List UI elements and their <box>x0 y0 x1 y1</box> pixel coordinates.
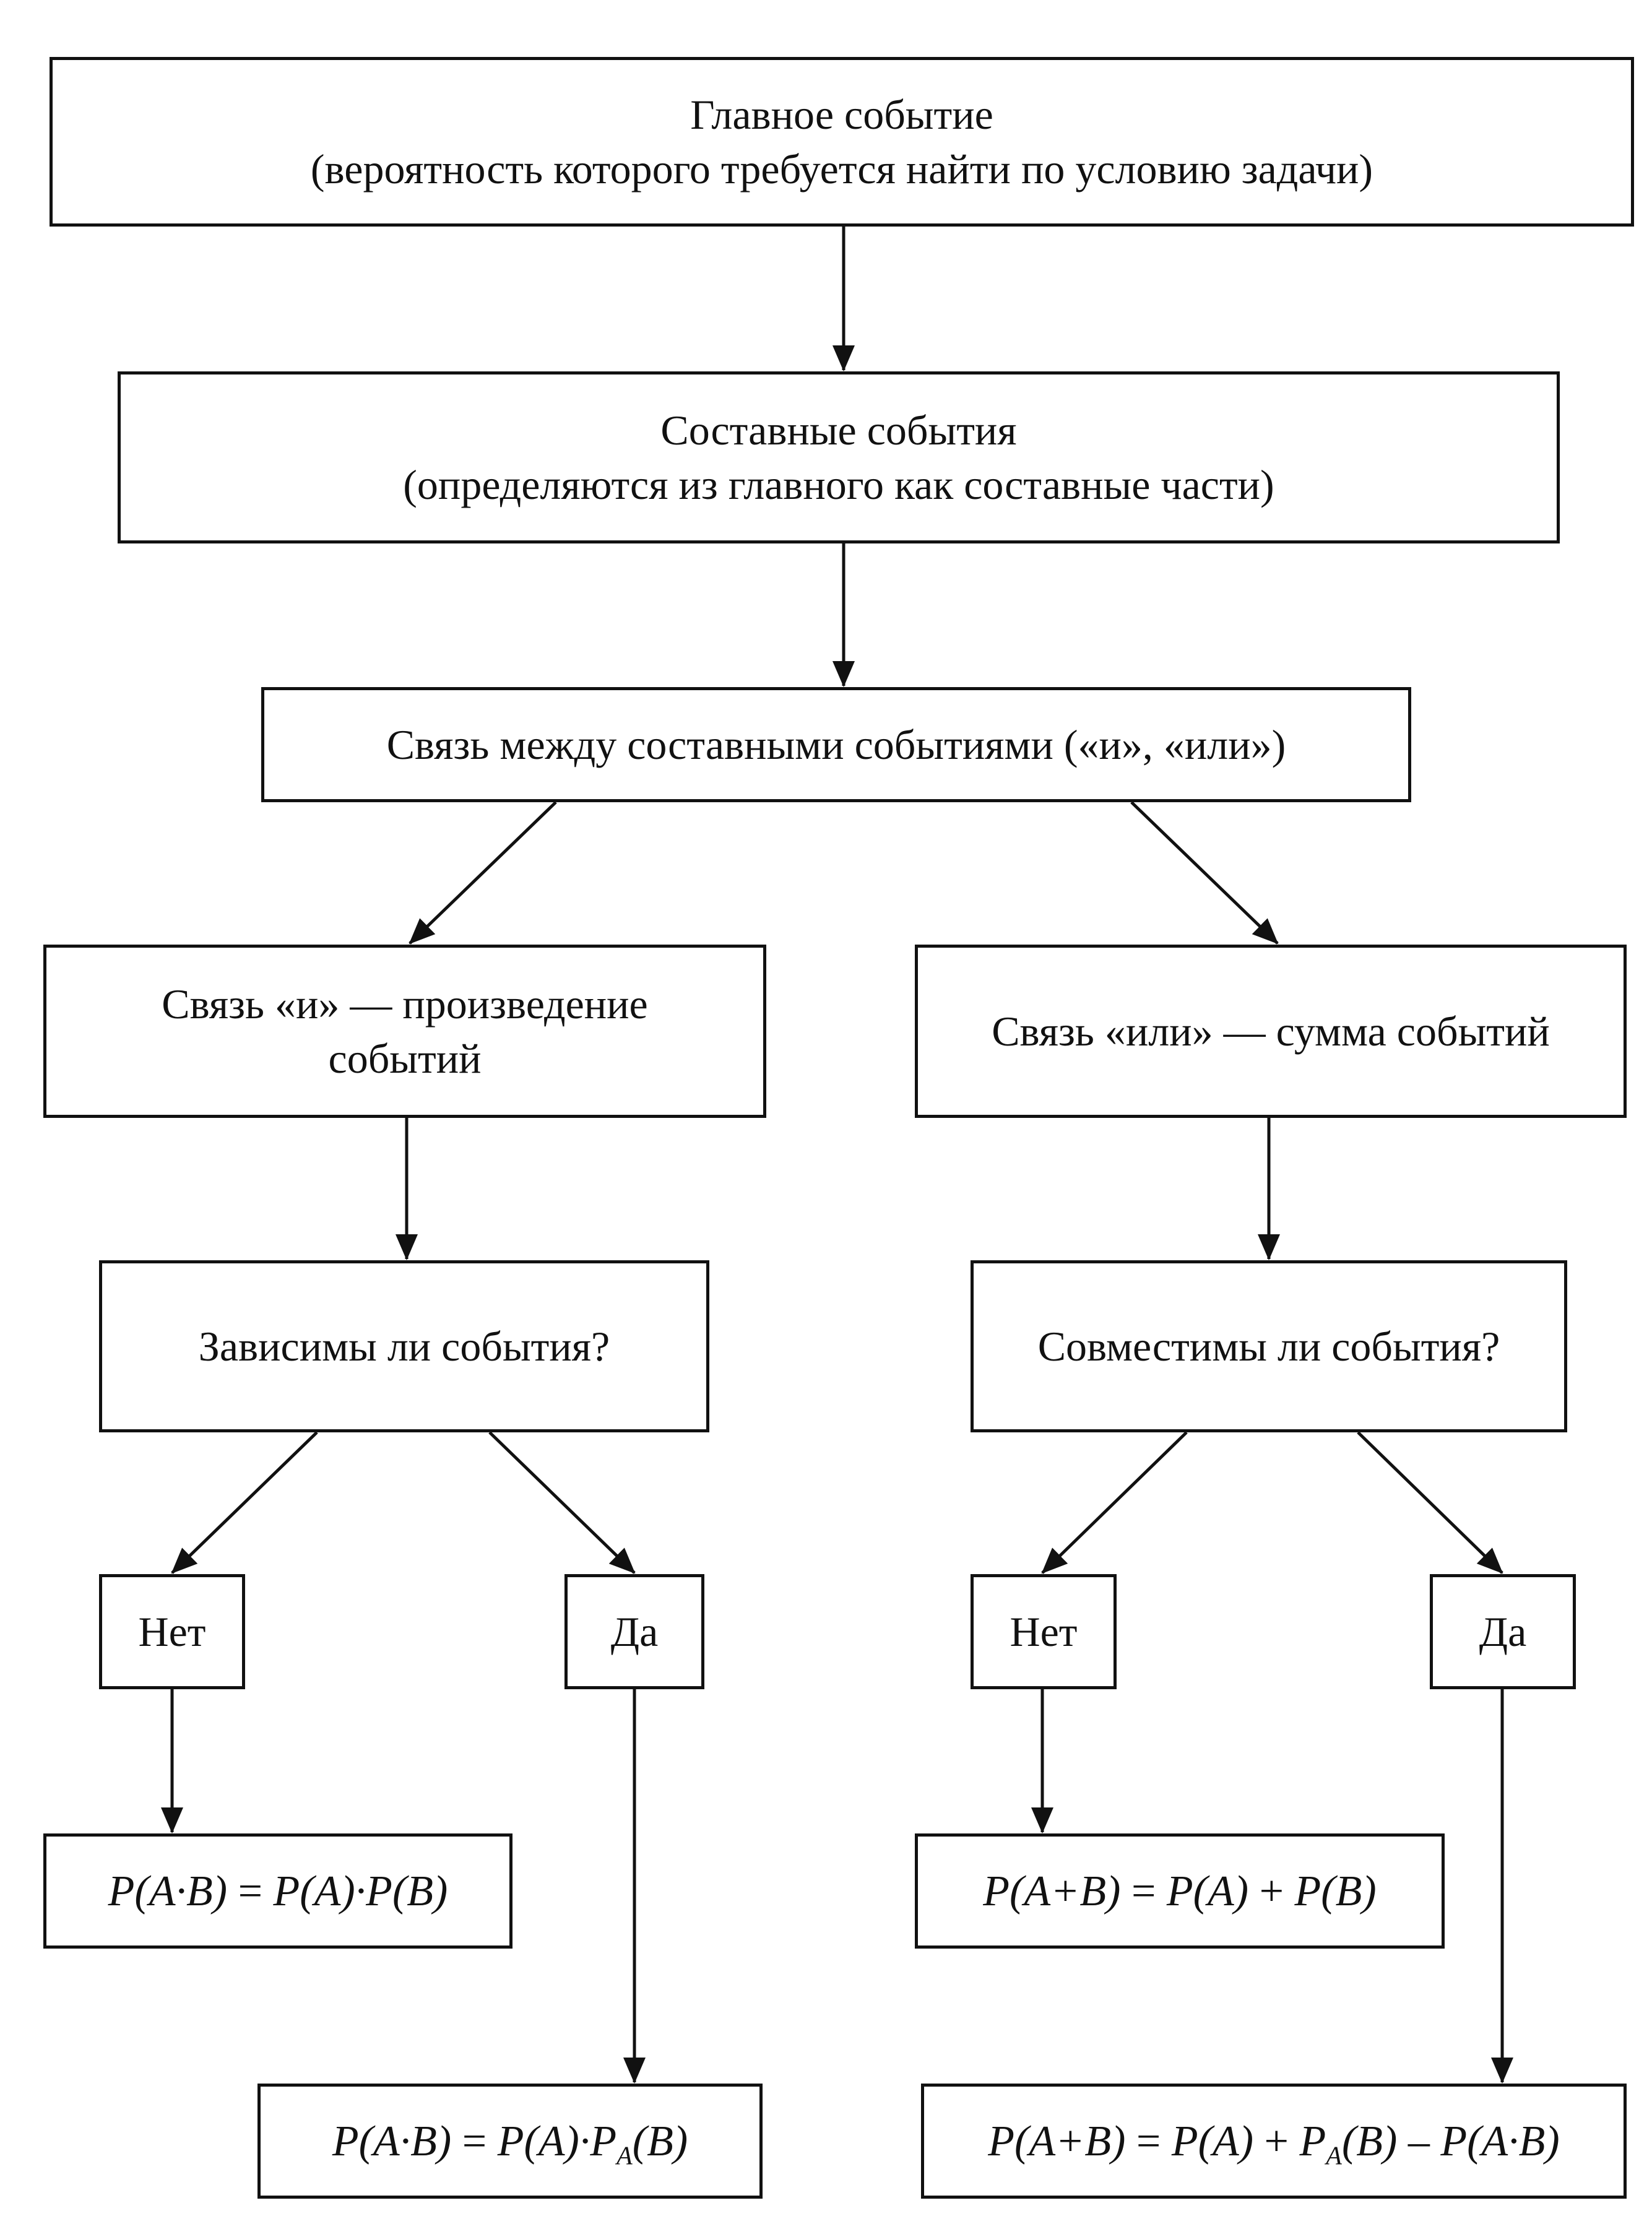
arrow-compatible-to-no <box>1041 1431 1188 1574</box>
arrow-relation-to-and <box>409 801 557 945</box>
and-relation-box: Связь «и» — произведение событий <box>43 945 766 1118</box>
arrow-dependent-to-yes <box>488 1431 636 1574</box>
formula-independent-product-box: P(A·B) = P(A)·P(B) <box>43 1833 512 1949</box>
formula-compatible-sum: P(A+B) = P(A) + PA(B) – P(A·B) <box>988 2117 1560 2171</box>
relation-box: Связь между составными событиями («и», «… <box>261 687 1411 802</box>
main-event-title: Главное событие <box>690 90 993 138</box>
formula-incompatible-sum-box: P(A+B) = P(A) + P(B) <box>915 1833 1445 1949</box>
compound-events-box: Составные события (определяются из главн… <box>118 371 1560 543</box>
dependence-question: Зависимы ли события? <box>198 1322 610 1370</box>
dependence-yes-label: Да <box>610 1608 659 1655</box>
main-event-subtitle: (вероятность которого требуется найти по… <box>310 145 1373 193</box>
and-relation-label-line2: событий <box>328 1035 482 1082</box>
compatibility-no-label: Нет <box>1010 1608 1078 1655</box>
compatibility-question-box: Совместимы ли события? <box>971 1260 1567 1432</box>
formula-dependent-product-box: P(A·B) = P(A)·PA(B) <box>257 2084 763 2199</box>
compatibility-question: Совместимы ли события? <box>1037 1322 1500 1370</box>
dependence-no-box: Нет <box>99 1574 245 1689</box>
compatibility-no-box: Нет <box>971 1574 1117 1689</box>
or-relation-box: Связь «или» — сумма событий <box>915 945 1627 1118</box>
formula-incompatible-sum: P(A+B) = P(A) + P(B) <box>983 1867 1377 1915</box>
dependence-question-box: Зависимы ли события? <box>99 1260 709 1432</box>
compatibility-yes-box: Да <box>1430 1574 1576 1689</box>
main-event-box: Главное событие (вероятность которого тр… <box>50 57 1634 227</box>
and-relation-label-line1: Связь «и» — произведение <box>162 980 648 1028</box>
or-relation-label: Связь «или» — сумма событий <box>992 1007 1550 1055</box>
formula-dependent-product: P(A·B) = P(A)·PA(B) <box>332 2117 688 2171</box>
compatibility-yes-label: Да <box>1479 1608 1527 1655</box>
formula-compatible-sum-box: P(A+B) = P(A) + PA(B) – P(A·B) <box>921 2084 1627 2199</box>
dependence-yes-box: Да <box>564 1574 704 1689</box>
arrow-relation-to-or <box>1130 801 1279 945</box>
arrow-dependent-to-no <box>171 1431 318 1574</box>
relation-label: Связь между составными событиями («и», «… <box>386 721 1286 768</box>
compound-events-title: Составные события <box>660 406 1017 454</box>
arrow-compatible-to-yes <box>1357 1431 1503 1574</box>
dependence-no-label: Нет <box>138 1608 206 1655</box>
compound-events-subtitle: (определяются из главного как составные … <box>403 461 1274 508</box>
formula-independent-product: P(A·B) = P(A)·P(B) <box>108 1867 448 1915</box>
